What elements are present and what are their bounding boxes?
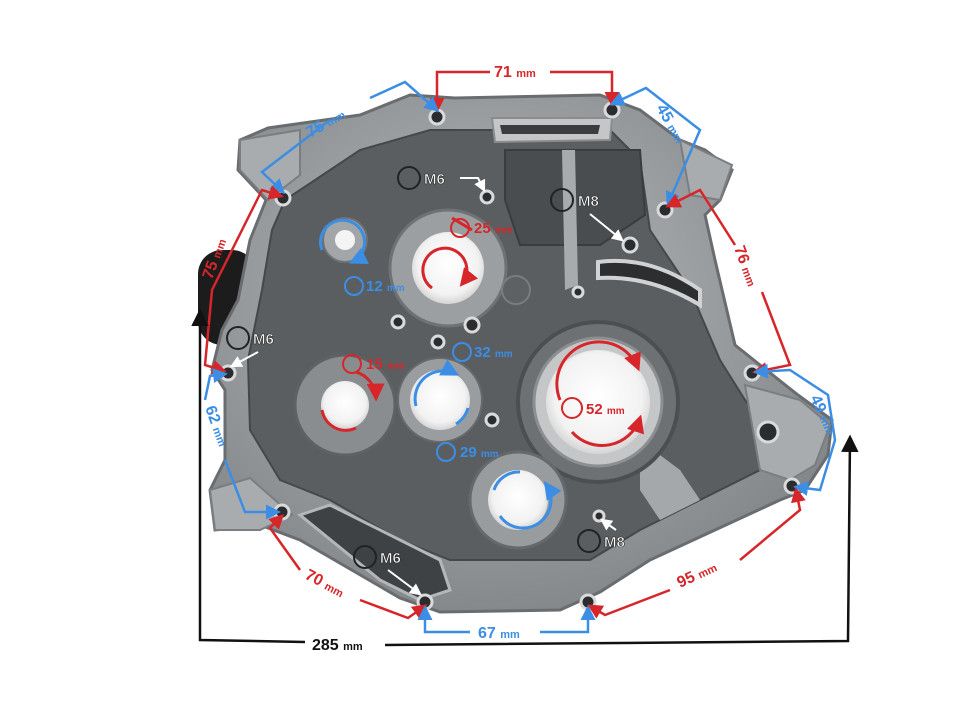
hole-top-right [603,101,621,119]
bore-52-diam-symbol [561,397,583,419]
bore-12-diam-symbol [344,276,364,296]
dimension-lines [200,70,850,647]
thread-bottom-m8-leader [600,518,617,531]
hole-upper-left [274,189,292,207]
dim-label-95: 95 mm [675,558,720,591]
thread-labels: M6 M8 M6 M6 M8 [253,171,625,568]
bore-12-hole [335,230,355,250]
bore-29-arc [498,481,562,530]
bore-label-52: 52 mm [586,401,625,418]
hole-mid-6 [756,420,780,444]
dim-label-67: 67 mm [478,625,520,642]
thread-label-bottom-m6: M6 [380,550,401,567]
hole-mid-5 [571,285,585,299]
dim-label-285: 285 mm [312,637,363,654]
thread-label-upper-m8: M8 [578,193,599,210]
thread-upper-m6-leader [460,177,486,193]
thread-left-m6-symbol [226,326,250,350]
bore-32-arc [413,359,460,407]
bore-labels: 25 mm 12 mm 32 mm 15 mm 52 mm 29 mm [366,220,625,461]
hole-top-left [428,108,446,126]
bore-label-32: 32 mm [474,344,513,361]
bore-label-12: 12 mm [366,278,405,295]
thread-bottom-m6-symbol [353,545,377,569]
thread-callouts [226,166,624,596]
vertical-rib [562,150,578,290]
dim-label-62: 62 mm [201,404,231,449]
dim-line-285 [200,312,850,647]
bore-15-arc-2 [320,409,357,432]
bore-label-25: 25 mm [474,220,513,237]
dim-label-71: 71 mm [494,64,536,81]
bore-32-arc-2 [455,407,470,426]
hole-m6-upper [479,189,495,205]
thread-label-bottom-m8: M8 [604,534,625,551]
dim-label-70: 70 mm [302,567,347,602]
dimension-labels: 71 mm 75 mm 45 mm 75 mm 76 mm 62 mm 49 m… [200,64,836,654]
bore-15-diam-symbol [342,354,362,374]
thread-bottom-m8-symbol [577,529,601,553]
hole-m8-upper [621,236,639,254]
hole-mid-2 [484,412,500,428]
bore-label-15: 15 mm [366,356,405,373]
bore-25-arc [421,246,479,290]
bore-12-arc [319,218,369,264]
bore-arrows [319,216,645,530]
thread-upper-m6-symbol [397,166,421,190]
bore-29-arc-2 [492,470,521,491]
bore-52-arc-2 [570,414,645,447]
bore-52-arc [555,340,641,401]
bore-15-arc [355,370,385,402]
hole-mid-4 [463,316,481,334]
thread-label-upper-m6: M6 [424,171,445,188]
thread-upper-m8-leader [589,213,624,242]
dim-label-76: 76 mm [730,244,760,289]
bore-25-diam-symbol [450,218,470,238]
top-slot [500,125,600,134]
cast-logo [501,275,531,305]
crankcase-body [198,93,834,614]
thread-left-m6-leader [229,351,259,368]
thread-upper-m8-symbol [550,188,574,212]
dim-line-45 [609,86,702,207]
hole-mid-3 [390,314,406,330]
bore-32-diam-symbol [452,342,472,362]
thread-label-left-m6: M6 [253,331,274,348]
thread-bottom-m6-leader [387,569,422,596]
hole-mid-1 [430,334,446,350]
bore-label-29: 29 mm [460,444,499,461]
dim-line-67 [425,608,588,634]
bore-29-diam-symbol [436,442,456,462]
bore-29-hole [488,470,548,530]
